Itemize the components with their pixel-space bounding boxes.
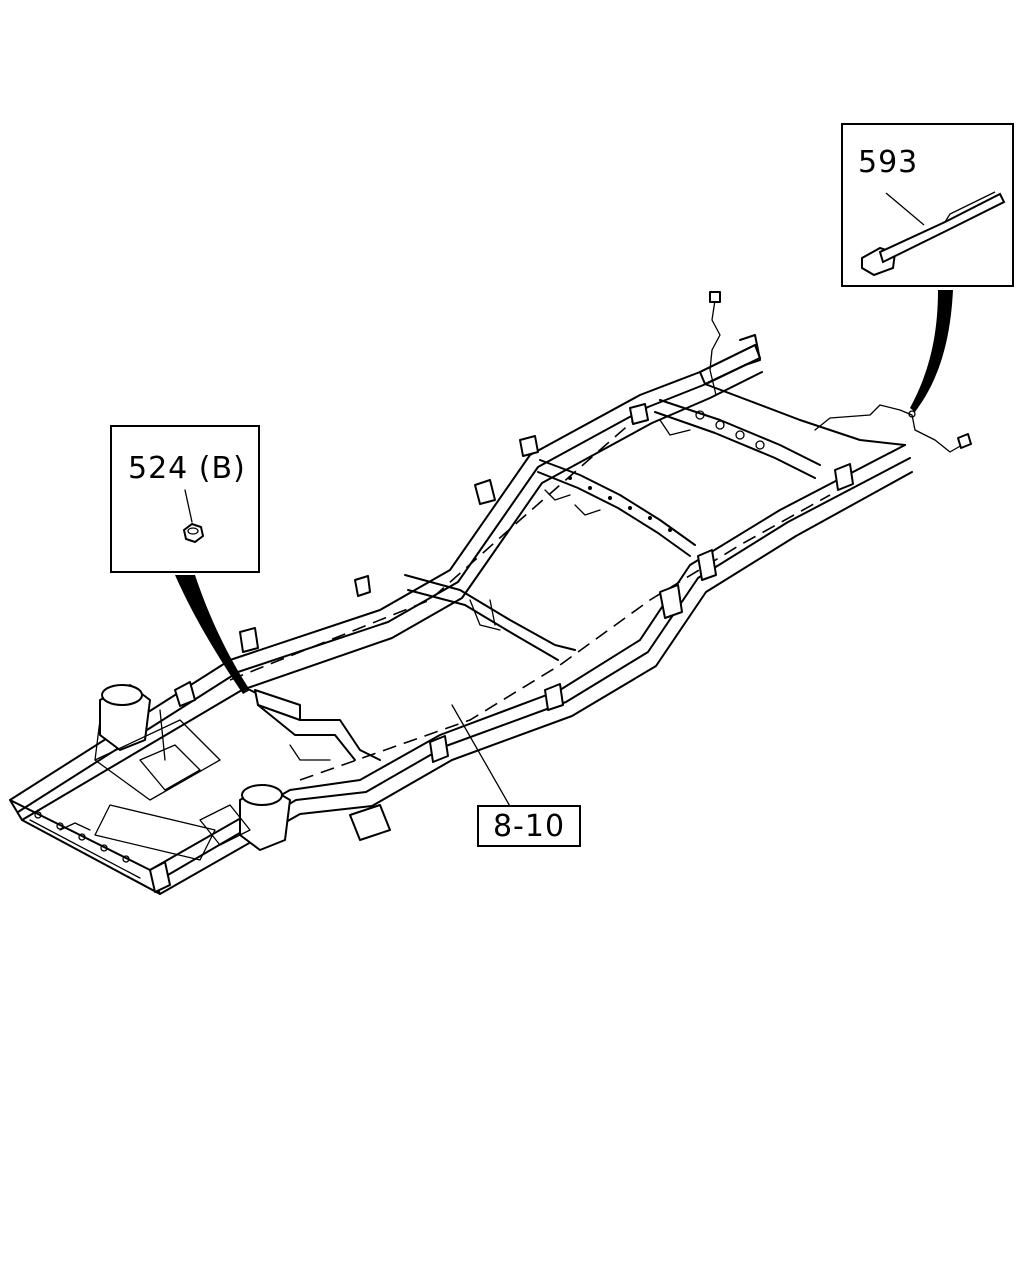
callout-524b-box [110,425,260,573]
frame-brackets [149,403,854,893]
wire-harness [709,291,972,453]
front-crossmember [9,799,216,895]
crossmember-2 [249,689,381,761]
ref-8-10-box: 8-10 [477,805,581,847]
callout-593-label: 593 [858,145,919,180]
front-suspension-mounts [94,684,291,851]
left-side-rail [9,344,763,821]
crossmember-3 [404,574,576,661]
rear-end-crossmember [699,334,906,446]
rear-crossmember [654,399,821,479]
crossmember-4 [537,459,696,557]
leader-curves [175,192,953,816]
callout-524b-label: 524 (B) [128,451,246,486]
